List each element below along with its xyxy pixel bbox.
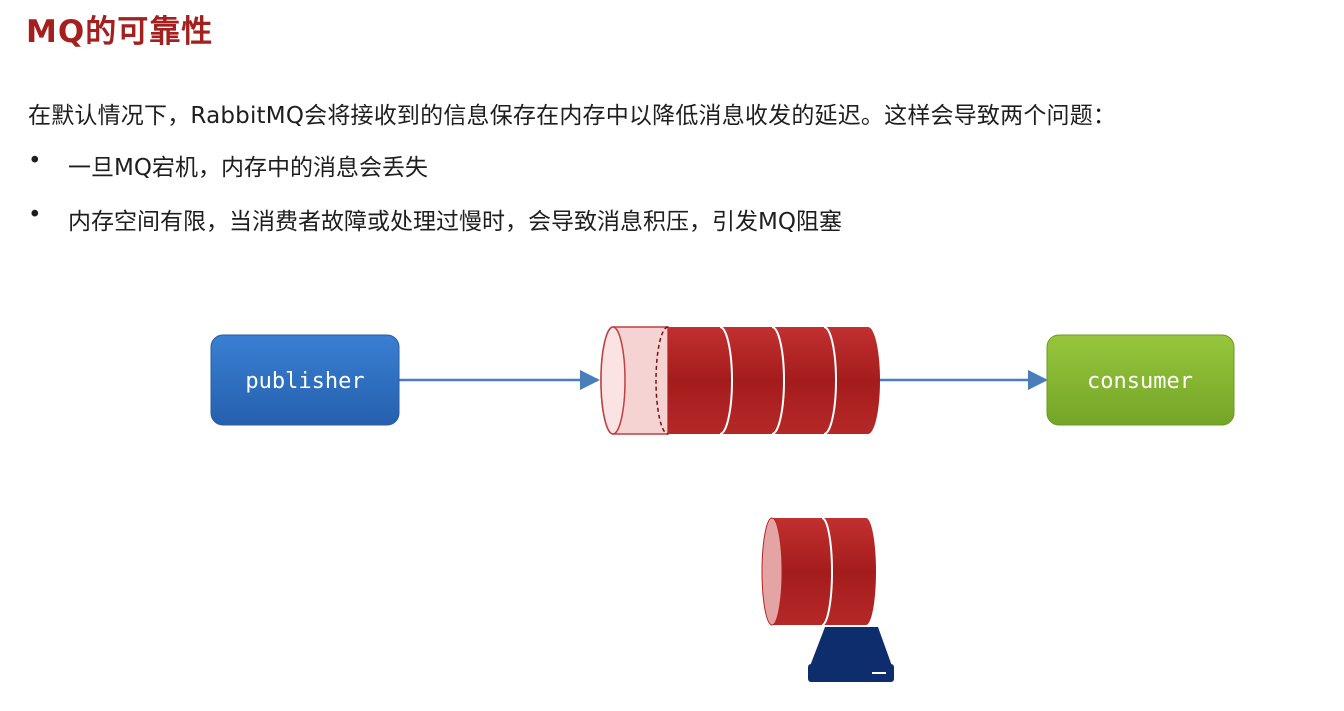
persisted-messages-icon — [761, 517, 876, 626]
bullet-marker: • — [28, 202, 42, 228]
queue-icon — [600, 326, 880, 435]
intro-text: 在默认情况下，RabbitMQ会将接收到的信息保存在内存中以降低消息收发的延迟。… — [28, 103, 1117, 129]
issue-text-message-backlog: 内存空间有限，当消费者故障或处理过慢时，会导致消息积压，引发MQ阻塞 — [68, 209, 842, 235]
consumer-label: consumer — [1087, 369, 1193, 394]
issue-text-message-loss: 一旦MQ宕机，内存中的消息会丢失 — [68, 155, 428, 181]
consumer-node: consumer — [1046, 334, 1235, 426]
slide-title: MQ的可靠性 — [26, 14, 214, 50]
bullet-marker: • — [28, 148, 42, 174]
disk-icon — [808, 627, 894, 682]
publisher-label: publisher — [245, 369, 364, 394]
publisher-node: publisher — [210, 334, 400, 426]
